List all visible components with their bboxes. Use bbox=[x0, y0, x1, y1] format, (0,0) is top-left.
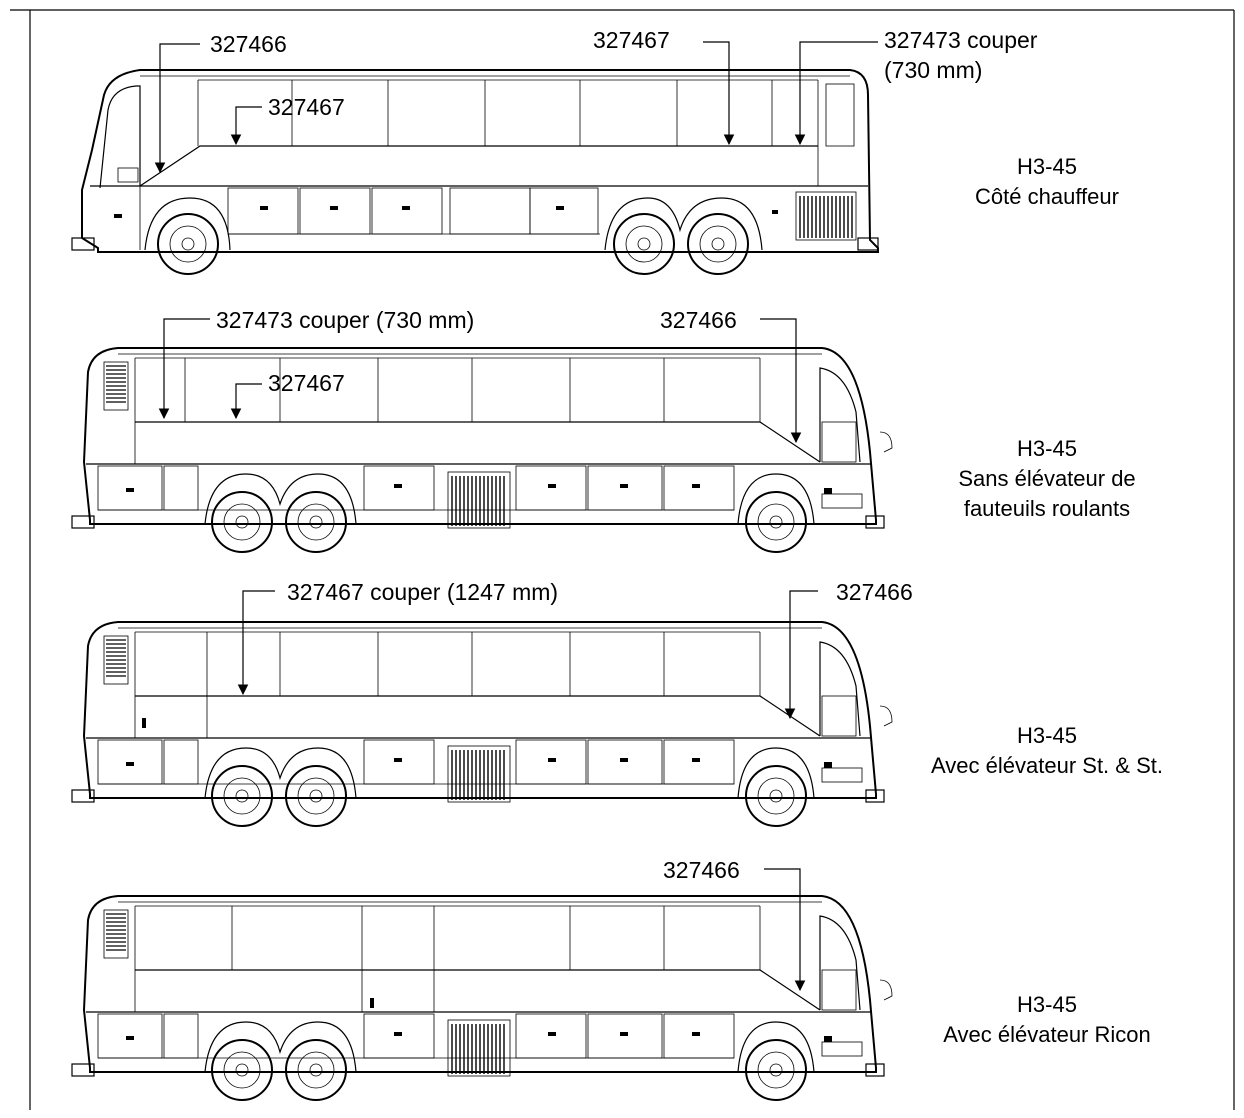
callout-b2-327473: 327473 couper (730 mm) bbox=[216, 307, 474, 333]
callout-b1-327466: 327466 bbox=[210, 31, 287, 57]
leaders-bus-1 bbox=[154, 41, 878, 174]
callout-b2-327466: 327466 bbox=[660, 307, 737, 333]
callout-b1-327467-b: 327467 bbox=[593, 27, 670, 53]
caption-bus-1-line-1: H3-45 bbox=[1017, 154, 1077, 179]
leaders-bus-4 bbox=[764, 868, 806, 992]
caption-bus-1-line-2: Côté chauffeur bbox=[975, 184, 1119, 209]
callout-b1-327473: 327473 couper bbox=[884, 27, 1038, 53]
wheels-bus-1 bbox=[157, 213, 749, 275]
callout-b3-327467: 327467 couper (1247 mm) bbox=[287, 579, 558, 605]
caption-bus-2-line-3: fauteuils roulants bbox=[964, 496, 1130, 521]
caption-bus-4-line-1: H3-45 bbox=[1017, 992, 1077, 1017]
leaders-bus-3 bbox=[237, 590, 818, 720]
leaders-bus-2 bbox=[158, 318, 802, 444]
caption-bus-3-line-2: Avec élévateur St. & St. bbox=[931, 753, 1163, 778]
bus-driver-side bbox=[71, 69, 879, 253]
callout-b2-327467: 327467 bbox=[268, 370, 345, 396]
caption-bus-4-line-2: Avec élévateur Ricon bbox=[943, 1022, 1151, 1047]
caption-bus-2-line-1: H3-45 bbox=[1017, 436, 1077, 461]
callout-b1-730mm: (730 mm) bbox=[884, 57, 982, 83]
callout-b1-327467-a: 327467 bbox=[268, 94, 345, 120]
caption-bus-3-line-1: H3-45 bbox=[1017, 723, 1077, 748]
bus-passenger-side-2 bbox=[71, 621, 893, 827]
bus-passenger-side-1 bbox=[71, 347, 893, 553]
bus-passenger-side-3 bbox=[71, 895, 893, 1101]
callout-b4-327466: 327466 bbox=[663, 857, 740, 883]
callout-b3-327466: 327466 bbox=[836, 579, 913, 605]
caption-bus-2-line-2: Sans élévateur de bbox=[958, 466, 1135, 491]
